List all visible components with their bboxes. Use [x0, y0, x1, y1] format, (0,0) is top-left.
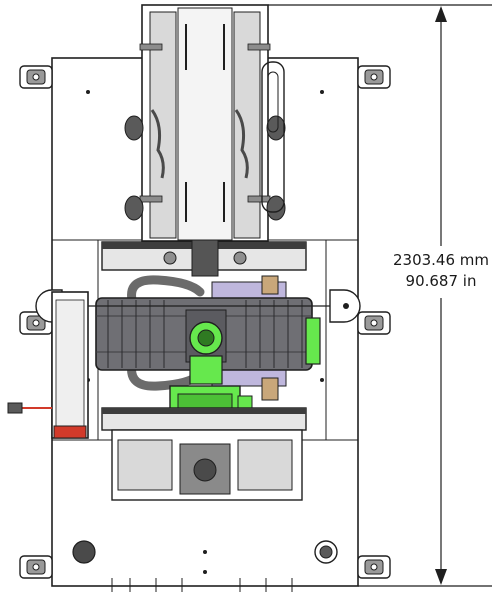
- bottom-edge-details: [111, 578, 293, 592]
- lavender-housing: [211, 275, 287, 401]
- height-dimension: [268, 4, 492, 587]
- drain-port-right: [314, 540, 338, 564]
- drain-port-left: [72, 540, 96, 564]
- cable-gland: [7, 402, 52, 414]
- control-box: [51, 291, 89, 439]
- lifting-lug-top-right: [357, 65, 391, 89]
- dimension-arrow-bottom: [435, 569, 447, 585]
- dimension-label-metric: 2303.46 mm: [392, 251, 490, 269]
- upper-crossbar: [101, 239, 307, 277]
- green-side-bracket: [305, 317, 321, 365]
- upper-vertical-housing: [139, 4, 271, 242]
- lower-frame: [111, 429, 303, 501]
- lifting-lug-mid-right: [357, 311, 391, 335]
- dimension-arrow-top: [435, 6, 447, 22]
- shaft-end-right: [329, 289, 361, 323]
- plate-holes: [86, 90, 324, 574]
- motor-fins: [107, 300, 303, 368]
- upper-housing-rollers: [124, 115, 286, 221]
- lifting-lug-bottom-right: [357, 555, 391, 579]
- handle-right: [261, 61, 285, 213]
- lower-crossbar: [101, 407, 307, 431]
- lifting-lug-bottom-left: [19, 555, 53, 579]
- lifting-lug-top-left: [19, 65, 53, 89]
- green-coupling: [189, 321, 223, 385]
- dimension-label-imperial: 90.687 in: [405, 272, 477, 290]
